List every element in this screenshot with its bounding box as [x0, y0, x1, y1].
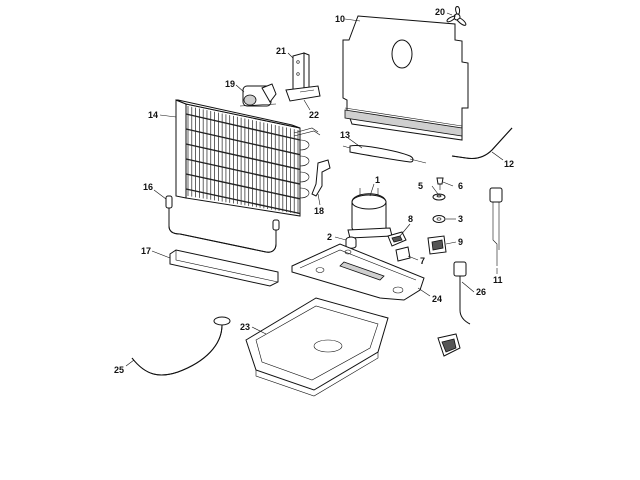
callout-20: 20 — [435, 7, 445, 17]
suction-tube — [451, 127, 513, 159]
wire-harness — [437, 261, 471, 357]
relay-cover — [395, 246, 411, 262]
washer — [432, 215, 446, 223]
drain-hose — [131, 316, 231, 376]
callout-22: 22 — [309, 110, 319, 120]
callout-24: 24 — [432, 294, 442, 304]
overload-protector — [387, 231, 407, 247]
screw — [436, 177, 444, 190]
fan-blade — [446, 6, 467, 26]
callout-18: 18 — [314, 206, 324, 216]
condenser-tube — [185, 113, 301, 141]
callout-21: 21 — [276, 46, 286, 56]
callout-19: 19 — [225, 79, 235, 89]
rear-panel — [342, 15, 469, 141]
compressor — [347, 188, 393, 239]
condenser-coil — [175, 99, 321, 217]
fan-motor-bracket — [285, 52, 321, 102]
callout-2: 2 — [327, 232, 332, 242]
drain-pan — [245, 297, 389, 397]
filter-drier — [342, 145, 427, 164]
drain-heater — [165, 195, 280, 253]
condenser-tube — [185, 188, 301, 215]
condenser-tube — [185, 158, 301, 185]
compressor-base — [291, 243, 425, 301]
thermostat — [489, 187, 503, 266]
callout-16: 16 — [143, 182, 153, 192]
callout-23: 23 — [240, 322, 250, 332]
condenser-tube — [185, 173, 301, 200]
callout-6: 6 — [458, 181, 463, 191]
callout-14: 14 — [148, 110, 158, 120]
callout-3: 3 — [458, 214, 463, 224]
callout-26: 26 — [476, 287, 486, 297]
callout-13: 13 — [340, 130, 350, 140]
callout-9: 9 — [458, 237, 463, 247]
leader-lines — [125, 12, 504, 367]
callout-10: 10 — [335, 14, 345, 24]
callout-11: 11 — [493, 275, 503, 285]
callout-25: 25 — [114, 365, 124, 375]
callout-1: 1 — [375, 175, 380, 185]
callout-17: 17 — [141, 246, 151, 256]
callout-5: 5 — [418, 181, 423, 191]
condenser-bracket — [311, 159, 331, 197]
fan-motor — [239, 83, 277, 107]
condenser-channel — [169, 249, 279, 287]
callout-labels: 1 2 3 5 6 7 8 9 10 11 12 13 14 16 17 18 … — [114, 7, 514, 375]
callout-12: 12 — [504, 159, 514, 169]
grommet — [432, 193, 446, 201]
condenser-tube — [185, 128, 301, 156]
callout-8: 8 — [408, 214, 413, 224]
condenser-tube — [185, 143, 301, 171]
callout-7: 7 — [420, 256, 425, 266]
start-relay — [427, 235, 447, 255]
